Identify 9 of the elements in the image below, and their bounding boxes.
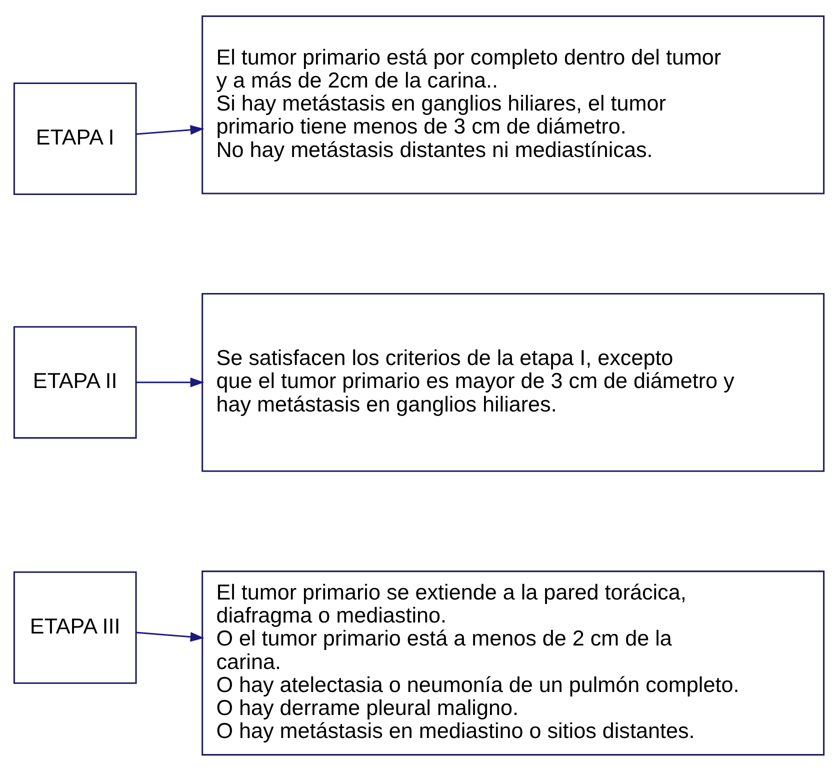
- node-box: Se satisfacen los criterios de la etapa I, excepto que el tumor primario es mayor de 3 cm de diámetro y hay metástasis en ganglios hiliares.: [202, 292, 825, 472]
- arrow: [136, 378, 204, 388]
- node-box: ETAPA I: [13, 82, 137, 196]
- arrow: [136, 125, 204, 135]
- node-box: ETAPA II: [13, 326, 137, 439]
- node-box: ETAPA III: [13, 571, 137, 684]
- node-box: El tumor primario está por completo dentro del tumor y a más de 2cm de la carina.. Si hay metástasis en ganglios hiliares, el tumor primario tiene menos de 3 cm de diámetro. No hay metástasis distantes ni mediastínicas.: [202, 15, 825, 194]
- arrow: [136, 632, 204, 642]
- node-box: El tumor primario se extiende a la pared torácica, diafragma o mediastino. O el tumor primario está a menos de 2 cm de la carina. O hay atelectasia o neumonía de un pulmón completo. O hay derrame pleural maligno. O hay metástasis en mediastino o sitios distantes.: [202, 570, 825, 756]
